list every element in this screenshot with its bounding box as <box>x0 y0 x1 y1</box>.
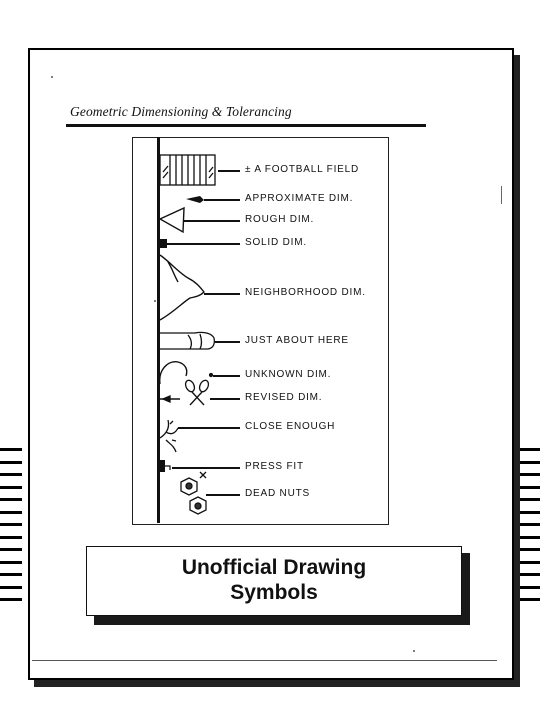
symbol-label-close-enough: CLOSE ENOUGH <box>245 421 336 432</box>
press-fit-icon <box>160 460 171 472</box>
football-field-icon <box>159 154 216 186</box>
question-hook-icon <box>159 361 214 385</box>
scan-speck <box>413 650 415 652</box>
hex-nuts-icon <box>180 471 207 515</box>
smudge-arrow-icon <box>186 196 204 203</box>
title-box: Unofficial Drawing Symbols <box>86 546 462 616</box>
symbol-label-press-fit: PRESS FIT <box>245 461 304 472</box>
datum-line <box>157 137 160 523</box>
solid-square-icon <box>160 239 167 248</box>
scan-speck <box>154 300 156 302</box>
scan-speck <box>51 76 53 78</box>
leader-line <box>167 243 240 245</box>
symbol-label-rough: ROUGH DIM. <box>245 214 315 225</box>
splatter-icon <box>159 419 179 453</box>
leader-line <box>204 293 240 295</box>
symbol-label-just-about-here: JUST ABOUT HERE <box>245 335 349 346</box>
pointing-hand-icon <box>160 331 215 350</box>
wide-blob-icon <box>159 254 205 321</box>
leader-line <box>178 427 240 429</box>
left-stripe-decoration <box>0 448 22 613</box>
scan-mark <box>501 186 502 204</box>
symbol-label-revised: REVISED DIM. <box>245 392 323 403</box>
symbol-label-solid: SOLID DIM. <box>245 237 307 248</box>
title-line-2: Symbols <box>230 581 318 604</box>
leader-line <box>204 199 240 201</box>
symbol-label-unknown: UNKNOWN DIM. <box>245 369 332 380</box>
scissors-icon <box>160 379 210 406</box>
triangle-arrow-icon <box>158 206 185 234</box>
leader-line <box>213 375 240 377</box>
leader-line <box>172 467 240 469</box>
symbol-label-approximate: APPROXIMATE DIM. <box>245 193 354 204</box>
right-stripe-decoration <box>518 448 540 613</box>
leader-line <box>206 494 240 496</box>
leader-line <box>218 170 240 172</box>
symbol-label-football-field: ± A FOOTBALL FIELD <box>245 164 359 175</box>
symbol-label-neighborhood: NEIGHBORHOOD DIM. <box>245 287 366 298</box>
leader-line <box>210 398 240 400</box>
leader-line <box>184 220 240 222</box>
symbol-label-dead-nuts: DEAD NUTS <box>245 488 310 499</box>
symbol-panel <box>132 137 389 525</box>
title-line-1: Unofficial Drawing <box>181 556 367 579</box>
page-header-title: Geometric Dimensioning & Tolerancing <box>70 104 292 119</box>
bottom-rule <box>32 660 497 661</box>
leader-line <box>215 341 240 343</box>
header-rule <box>66 124 426 127</box>
